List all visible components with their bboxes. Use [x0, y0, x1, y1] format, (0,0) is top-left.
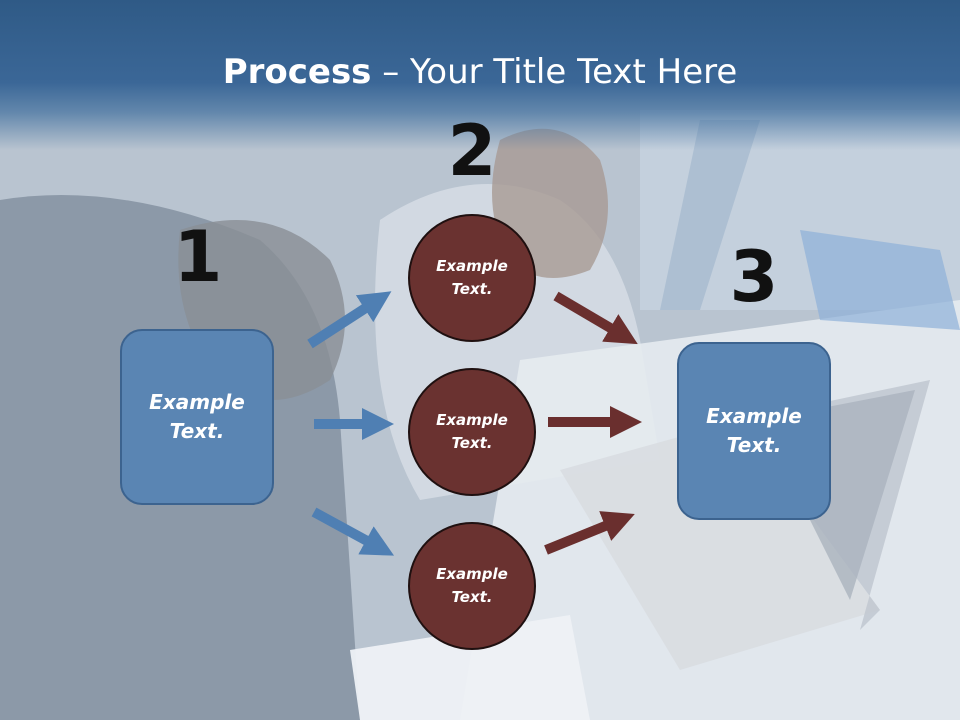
arrow-blue-down — [311, 507, 395, 556]
title-rest: – Your Title Text Here — [371, 52, 738, 92]
step-1-box-line1: Example — [149, 390, 245, 414]
page-title: Process – Your Title Text Here — [0, 52, 960, 92]
step-2-circle-middle[interactable]: Example Text. — [408, 368, 536, 496]
step-1-box[interactable]: Example Text. — [120, 329, 274, 505]
step-number-3: 3 — [729, 236, 779, 318]
title-bar — [0, 0, 960, 150]
step-2-circle-bottom[interactable]: Example Text. — [408, 522, 536, 650]
arrow-red-down — [553, 291, 638, 345]
title-bold: Process — [222, 52, 372, 92]
step-number-2: 2 — [447, 110, 497, 192]
step-2-circle-top[interactable]: Example Text. — [408, 214, 536, 342]
arrow-blue-up — [307, 291, 392, 349]
arrow-red-up — [544, 511, 635, 555]
step-number-1: 1 — [173, 216, 223, 298]
circle-top-line2: Text. — [451, 280, 493, 298]
circle-bottom-line1: Example — [436, 565, 508, 583]
circle-middle-line2: Text. — [451, 434, 493, 452]
step-1-box-line2: Text. — [169, 419, 225, 443]
step-3-box-line2: Text. — [726, 433, 782, 457]
circle-top-line1: Example — [436, 257, 508, 275]
circle-middle-line1: Example — [436, 411, 508, 429]
step-3-box-line1: Example — [706, 404, 802, 428]
circle-bottom-line2: Text. — [451, 588, 493, 606]
step-3-box[interactable]: Example Text. — [677, 342, 831, 520]
